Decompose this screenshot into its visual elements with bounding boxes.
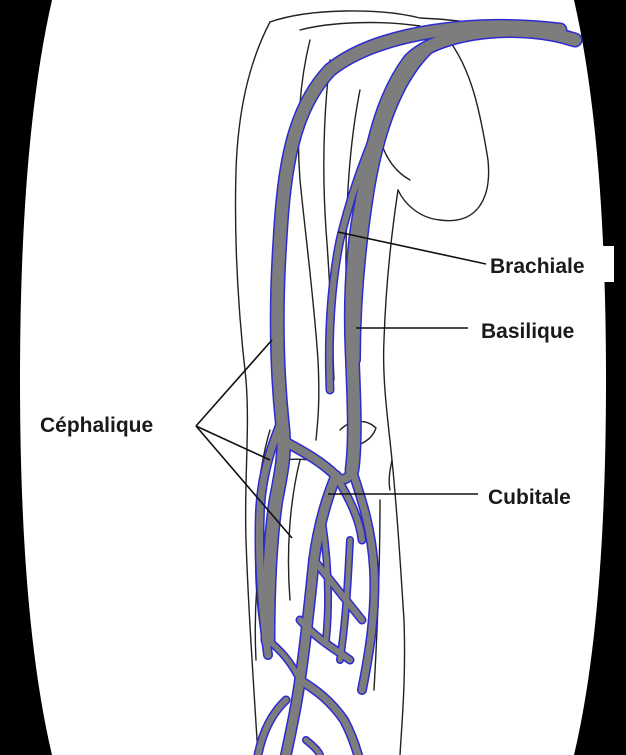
cephalique-label: Céphalique (40, 414, 153, 437)
vein-network (258, 26, 575, 755)
vein-2 (356, 40, 440, 360)
cephalique-pointer-2 (196, 426, 270, 460)
vein-9 (314, 560, 362, 620)
basilique-label: Basilique (481, 320, 574, 343)
right-frame-border (574, 0, 626, 755)
brachiale-label: Brachiale (490, 255, 585, 278)
left-frame-border (0, 0, 52, 755)
cephalique-pointer-1 (196, 340, 272, 426)
cubitale-label: Cubitale (488, 486, 571, 509)
